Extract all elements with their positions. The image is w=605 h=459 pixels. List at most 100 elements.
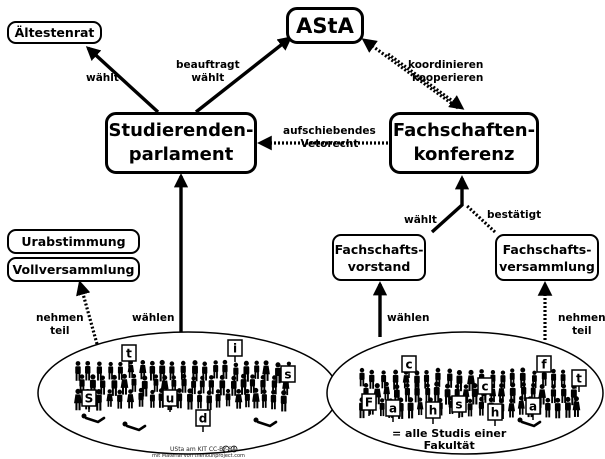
person-icon bbox=[231, 375, 237, 396]
person-icon bbox=[120, 373, 129, 395]
person-icon bbox=[149, 389, 155, 408]
person-icon bbox=[551, 368, 557, 388]
letter-sign-text: i bbox=[233, 342, 237, 356]
resting-person-icon bbox=[122, 421, 147, 432]
label-beauftragt-waehlt: beauftragt wählt bbox=[176, 59, 240, 84]
person-icon bbox=[392, 369, 399, 390]
person-icon bbox=[138, 387, 144, 407]
person-icon bbox=[131, 373, 137, 392]
person-icon bbox=[444, 383, 451, 405]
letter-sign-text: t bbox=[576, 372, 582, 386]
person-icon bbox=[75, 361, 81, 381]
letter-sign: t bbox=[121, 344, 137, 367]
person-icon bbox=[550, 384, 557, 404]
person-icon bbox=[359, 367, 365, 387]
person-icon bbox=[244, 389, 250, 408]
fachschaftsversammlung-node: Fachschafts- versammlung bbox=[495, 234, 599, 281]
person-icon bbox=[149, 360, 156, 381]
person-icon bbox=[111, 374, 118, 396]
label-koordinieren-kooperieren: koordinieren kooperieren bbox=[408, 59, 484, 84]
letter-sign: f bbox=[536, 355, 552, 378]
person-icon bbox=[280, 390, 287, 412]
label-waehlen-right: wählen bbox=[387, 312, 430, 324]
person-icon bbox=[74, 388, 82, 411]
label-bestaetigt: bestätigt bbox=[487, 209, 542, 221]
person-icon bbox=[433, 381, 440, 403]
letter-sign-text: f bbox=[541, 358, 547, 372]
letter-sign: i bbox=[227, 339, 243, 362]
letter-sign-text: h bbox=[491, 406, 500, 420]
arrow-stupa-asta bbox=[194, 36, 293, 114]
person-icon bbox=[478, 396, 484, 416]
person-icon bbox=[467, 369, 475, 391]
person-icon bbox=[240, 373, 247, 395]
person-icon bbox=[407, 397, 414, 419]
label-waehlt-aeltestenrat: wählt bbox=[86, 72, 119, 84]
faculty-caption: = alle Studis einer Fakultät bbox=[392, 427, 507, 452]
person-icon bbox=[252, 387, 260, 409]
person-icon bbox=[517, 396, 525, 415]
letter-sign-text: t bbox=[126, 347, 132, 361]
fachschaftenkonferenz-node: Fachschaften- konferenz bbox=[389, 112, 539, 174]
person-icon bbox=[117, 361, 123, 380]
arrow-students-vollversammlung bbox=[76, 280, 99, 345]
letter-sign-text: c bbox=[481, 380, 488, 394]
letter-sign: s bbox=[280, 365, 296, 388]
arrow-asta-fsk bbox=[387, 52, 465, 110]
fachschaftsvorstand-node: Fachschafts- vorstand bbox=[332, 234, 426, 281]
arrow-fsk-asta bbox=[361, 38, 459, 110]
person-icon bbox=[206, 390, 212, 411]
person-icon bbox=[507, 398, 516, 418]
person-icon bbox=[275, 362, 281, 384]
person-icon bbox=[181, 373, 187, 393]
letter-sign: a bbox=[525, 397, 541, 420]
person-icon bbox=[561, 383, 567, 403]
letter-sign-text: u bbox=[166, 392, 175, 406]
label-nehmen-teil-left: nehmen teil bbox=[36, 312, 84, 337]
asta-node: AStA bbox=[286, 7, 364, 44]
label-aufschiebendes-vetorecht: aufschiebendes Vetorecht bbox=[283, 125, 376, 150]
label-waehlen-left: wählen bbox=[132, 312, 175, 324]
person-icon bbox=[416, 397, 424, 416]
letter-sign: c bbox=[477, 377, 493, 400]
letter-sign-text: c bbox=[405, 358, 412, 372]
credits-line-2: mit Material von thenounproject.com bbox=[152, 453, 245, 459]
letter-sign-text: a bbox=[529, 400, 537, 414]
person-icon bbox=[95, 389, 102, 411]
person-icon bbox=[85, 360, 91, 381]
letter-sign: c bbox=[401, 355, 417, 378]
person-icon bbox=[225, 388, 231, 407]
person-icon bbox=[215, 389, 221, 408]
person-icon bbox=[187, 388, 193, 410]
person-icon bbox=[369, 369, 375, 389]
resting-person-icon bbox=[81, 413, 106, 424]
person-icon bbox=[531, 370, 537, 389]
letter-sign-text: s bbox=[455, 398, 462, 412]
letter-sign-text: S bbox=[85, 392, 94, 406]
person-icon bbox=[199, 375, 205, 394]
person-icon bbox=[219, 374, 226, 396]
person-icon bbox=[270, 389, 277, 410]
letter-sign-text: h bbox=[429, 404, 438, 418]
person-icon bbox=[192, 360, 198, 382]
vollversammlung-node: Vollversammlung bbox=[7, 257, 140, 282]
person-icon bbox=[141, 375, 148, 397]
studierendenparlament-node: Studierenden- parlament bbox=[105, 112, 257, 174]
arrow-vorstand-fsk bbox=[430, 175, 470, 234]
person-icon bbox=[471, 383, 478, 405]
person-icon bbox=[108, 361, 114, 380]
person-icon bbox=[235, 389, 243, 409]
person-icon bbox=[560, 369, 566, 388]
letter-sign-text: s bbox=[284, 368, 291, 382]
letter-sign: s bbox=[451, 395, 467, 418]
letter-sign: t bbox=[571, 369, 587, 392]
person-icon bbox=[383, 381, 391, 400]
arrow-versammlung-fsk bbox=[464, 203, 497, 234]
letter-sign: h bbox=[487, 403, 503, 426]
letter-sign: u bbox=[162, 389, 178, 412]
person-icon bbox=[126, 389, 135, 409]
aeltestenrat-node: Ältestenrat bbox=[7, 21, 102, 44]
letter-sign: S bbox=[81, 389, 97, 412]
